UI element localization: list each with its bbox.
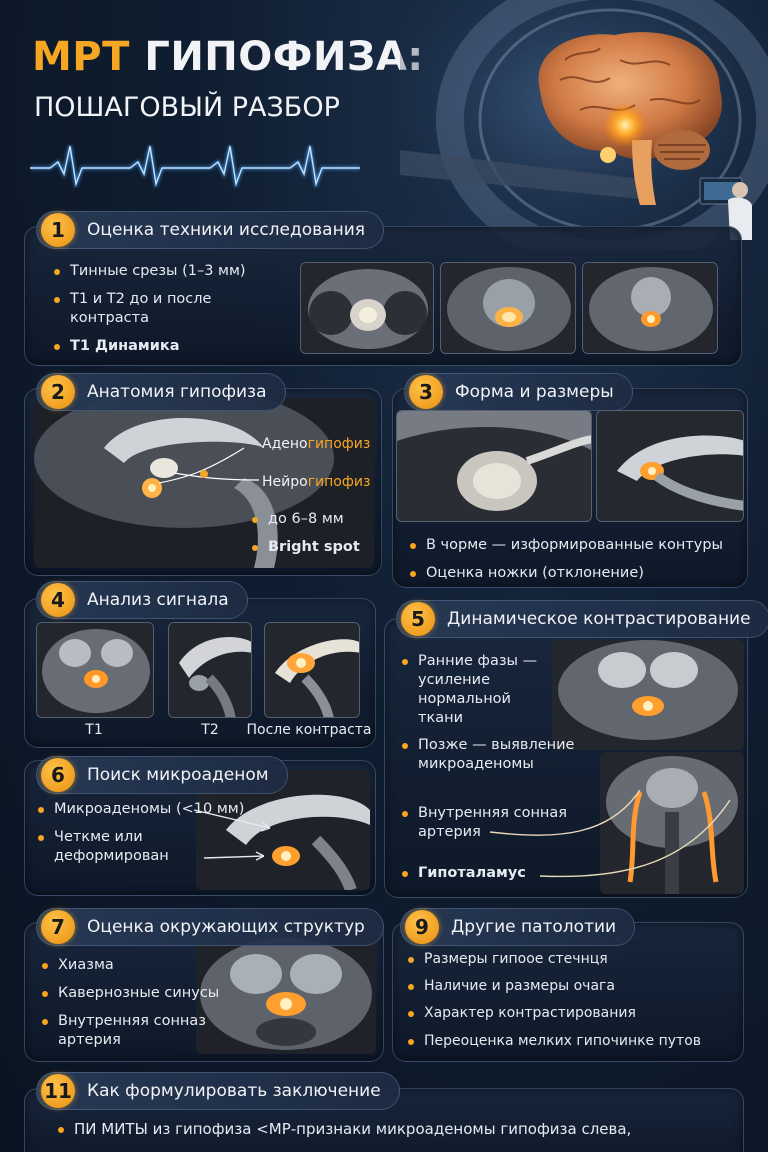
adenohypophysis-label: Аденогипофиз	[262, 436, 371, 452]
mri-t1-scan	[36, 622, 154, 718]
list-item: ПИ МИТЫ из гипофиза <МР-признаки микроад…	[56, 1120, 736, 1140]
step-5-title: Динамическое контрастирование	[447, 609, 751, 629]
step-2-title: Анатомия гипофиза	[87, 382, 267, 402]
step-9-bullets: Размеры гипоое стечнця Наличие и размеры…	[406, 950, 742, 1059]
step-9-title: Другие патолотии	[451, 917, 617, 937]
step-1-header: 1 Оценка техники исследования	[36, 211, 384, 249]
step-7-header: 7 Оценка окружающих структур	[36, 908, 384, 946]
step-3-badge: 3	[409, 375, 443, 409]
step-2-header: 2 Анатомия гипофиза	[36, 373, 286, 411]
list-item: Кавернозные синусы	[40, 984, 230, 1003]
list-item: Позже — выявление микроаденомы	[400, 736, 620, 774]
step-3-bullets: В чорме — изформированные контуры Оценка…	[408, 536, 744, 592]
list-item: Характер контрастирования	[406, 1004, 742, 1022]
step-6-arrows	[193, 809, 271, 861]
page-title: МРТ ГИПОФИЗА:	[32, 34, 424, 80]
step-6-header: 6 Поиск микроаденом	[36, 756, 288, 794]
step-4-title: Анализ сигнала	[87, 590, 229, 610]
neurohypophysis-label: Нейрогипофиз	[262, 474, 371, 490]
list-item: T1 Динамика	[52, 337, 292, 356]
step-4-badge: 4	[41, 583, 75, 617]
caption-t1: T1	[85, 722, 103, 738]
step-11-header: 11 Как формулировать заключение	[36, 1072, 400, 1110]
mri-surrounding-scan	[196, 934, 376, 1054]
mri-post-contrast-scan	[264, 622, 360, 718]
list-item: Bright spot	[250, 538, 376, 557]
title-main: ГИПОФИЗА:	[144, 34, 424, 80]
caption-post-contrast: После контраста	[246, 722, 372, 738]
step-3-title: Форма и размеры	[455, 382, 614, 402]
step-7-bullets: Хиазма Кавернозные синусы Внутренняя сон…	[40, 956, 230, 1058]
step-1-title: Оценка техники исследования	[87, 220, 365, 240]
list-item: Четкме или деформирован	[36, 828, 256, 866]
list-item: Оценка ножки (отклонение)	[408, 564, 744, 583]
step-11-badge: 11	[41, 1074, 75, 1108]
step-3-header: 3 Форма и размеры	[404, 373, 633, 411]
step-2-badge: 2	[41, 375, 75, 409]
step-5-badge: 5	[401, 602, 435, 636]
step-1-bullets: Тинные срезы (1–3 мм) T1 и T2 до и после…	[52, 262, 292, 364]
list-item: Наличие и размеры очага	[406, 977, 742, 995]
list-item: Внутренняя сонназ артерия	[40, 1012, 230, 1050]
list-item: Микроаденомы (<10 мм)	[36, 800, 256, 819]
step-11-bullets: ПИ МИТЫ из гипофиза <МР-признаки микроад…	[56, 1120, 736, 1149]
list-item: Хиазма	[40, 956, 230, 975]
brain-mri-illustration	[400, 0, 768, 250]
step-9-badge: 9	[405, 910, 439, 944]
step-11-title: Как формулировать заключение	[87, 1081, 381, 1101]
mri-axial-scan-2	[440, 262, 576, 354]
list-item: Ранние фазы — усиление нормальной ткани	[400, 652, 560, 727]
step-1-badge: 1	[41, 213, 75, 247]
list-item: Внутренняя сонная артерия	[400, 804, 600, 842]
step-5-arrows	[489, 789, 731, 878]
mri-t2-scan	[168, 622, 252, 718]
step-9-header: 9 Другие патолотии	[400, 908, 636, 946]
step-4-header: 4 Анализ сигнала	[36, 581, 248, 619]
list-item: T1 и T2 до и после контраста	[52, 290, 292, 328]
mri-sagittal-zoom-scan	[596, 410, 744, 522]
page-subtitle: ПОШАГОВЫЙ РАЗБОР	[34, 92, 340, 123]
list-item: Переоценка мелких гипочинке путов	[406, 1032, 742, 1050]
mri-axial-scan-3	[582, 262, 718, 354]
ekg-line-icon	[30, 145, 360, 190]
step-5-bullets-late: Позже — выявление микроаденомы	[400, 736, 620, 783]
list-item: Тинные срезы (1–3 мм)	[52, 262, 292, 281]
list-item: Размеры гипоое стечнця	[406, 950, 742, 968]
step-7-badge: 7	[41, 910, 75, 944]
step-6-title: Поиск микроаденом	[87, 765, 269, 785]
step-7-title: Оценка окружающих структур	[87, 917, 365, 937]
step-5-bullets-early: Ранние фазы — усиление нормальной ткани	[400, 652, 560, 736]
mri-coronal-scan	[396, 410, 592, 522]
mri-sagittal-scan	[34, 398, 374, 568]
step-6-bullets: Микроаденомы (<10 мм) Четкме или деформи…	[36, 800, 256, 875]
step-5-bullets-artery: Внутренняя сонная артерия	[400, 804, 600, 851]
step-2-bullets: до 6–8 мм Bright spot	[250, 510, 376, 566]
list-item: Гипоталамус	[400, 864, 600, 883]
caption-t2: T2	[201, 722, 219, 738]
list-item: до 6–8 мм	[250, 510, 376, 529]
step-5-bullets-hypothalamus: Гипоталамус	[400, 864, 600, 892]
mri-axial-scan-1	[300, 262, 434, 354]
list-item: В чорме — изформированные контуры	[408, 536, 744, 555]
mri-dynamic-early-scan	[552, 640, 744, 750]
step-5-header: 5 Динамическое контрастирование	[396, 600, 768, 638]
step-6-badge: 6	[41, 758, 75, 792]
title-accent: МРТ	[32, 34, 130, 80]
